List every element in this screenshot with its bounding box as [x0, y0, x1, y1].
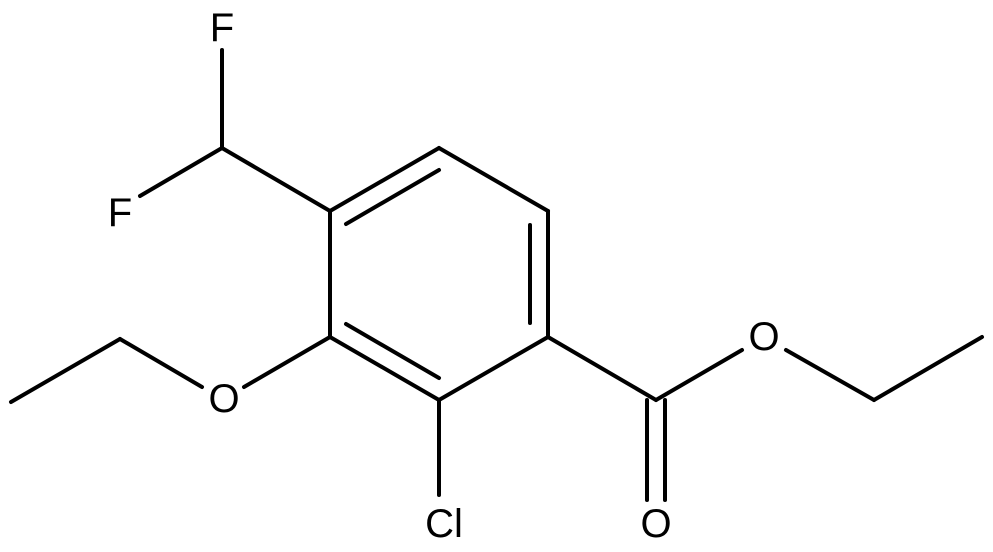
atom-o-carbonyl: O	[640, 502, 671, 546]
atom-o-ester: O	[748, 315, 779, 359]
ring-bond	[328, 335, 441, 402]
bond-ring-o-ether	[242, 335, 332, 389]
bond-c-o-ester	[654, 348, 744, 402]
ring-bond	[328, 146, 441, 213]
atom-cl: Cl	[425, 502, 463, 546]
bond-o-ch2-ester	[784, 348, 876, 402]
atom-f-top: F	[210, 6, 234, 50]
atom-o-ether: O	[208, 377, 239, 421]
bond-c-f-left	[138, 146, 224, 198]
ring-double-bond	[344, 322, 441, 380]
ring-bond	[437, 146, 550, 213]
bond-ring-carbonyl-c	[546, 335, 658, 402]
bond-o-ch2	[118, 337, 204, 389]
bond-ch2-ch3-ester	[872, 335, 984, 402]
ring-double-bond	[344, 168, 441, 226]
atom-f-left: F	[108, 191, 132, 235]
bond-ring-chf2	[220, 146, 332, 213]
ring-bond	[437, 335, 550, 402]
bond-ch2-ch3	[9, 337, 122, 404]
